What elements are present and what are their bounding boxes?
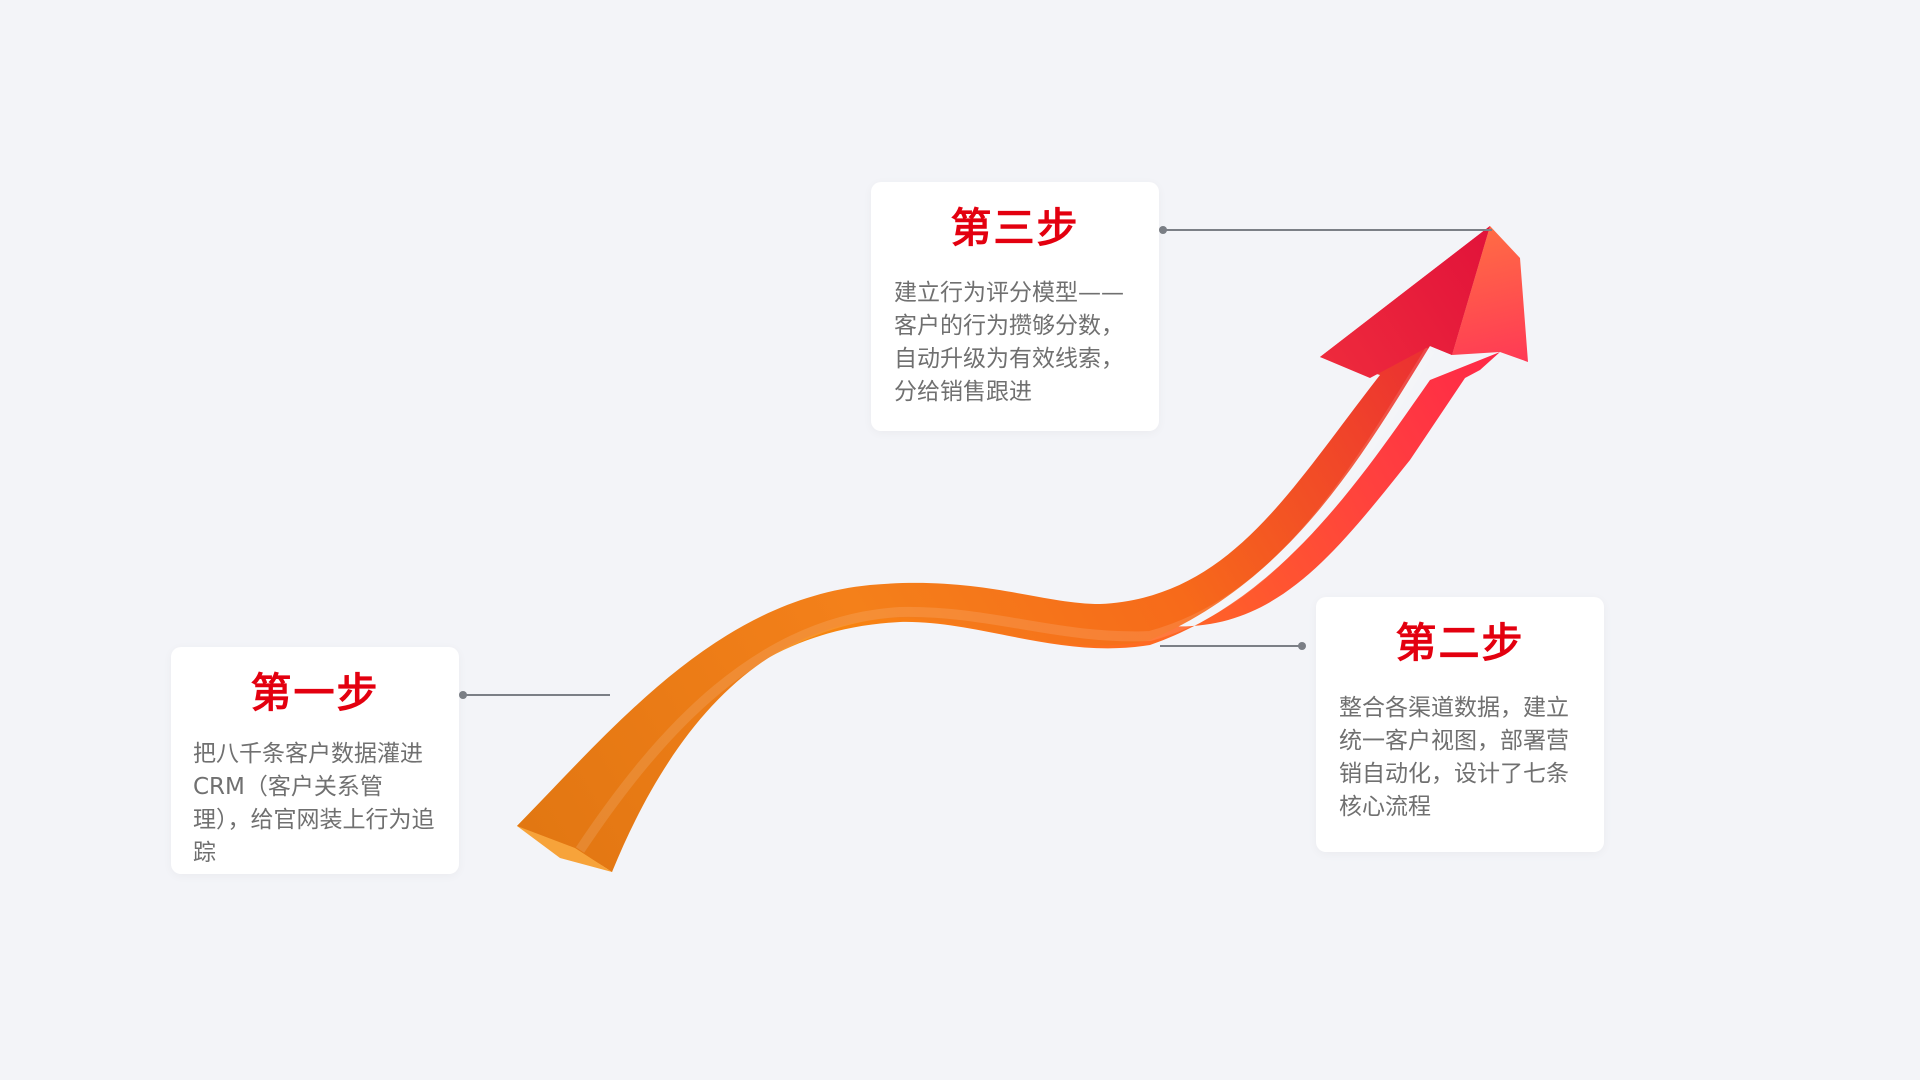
- step-2-card: 第二步 整合各渠道数据，建立统一客户视图，部署营销自动化，设计了七条核心流程: [1316, 597, 1604, 852]
- arrow-shade: [575, 347, 1435, 853]
- step-1-card: 第一步 把八千条客户数据灌进CRM（客户关系管理），给官网装上行为追踪: [171, 647, 459, 874]
- step-3-description: 建立行为评分模型——客户的行为攒够分数，自动升级为有效线索，分给销售跟进: [894, 280, 1124, 405]
- arrow-top-face: [517, 226, 1490, 872]
- step-3-card: 第三步 建立行为评分模型——客户的行为攒够分数，自动升级为有效线索，分给销售跟进: [871, 182, 1159, 431]
- arrow-head-top: [1320, 226, 1490, 378]
- step-1-description: 把八千条客户数据灌进CRM（客户关系管理），给官网装上行为追踪: [193, 741, 435, 866]
- step-2-title: 第二步: [1395, 619, 1525, 667]
- arrow-head-side: [1452, 226, 1528, 362]
- arrow-tail-cap: [517, 826, 612, 872]
- connector-step-1: [459, 691, 610, 699]
- connector-step-3: [1159, 226, 1492, 234]
- connector-step-2: [1160, 642, 1306, 650]
- step-2-description: 整合各渠道数据，建立统一客户视图，部署营销自动化，设计了七条核心流程: [1339, 695, 1569, 820]
- step-3-title: 第三步: [950, 204, 1080, 252]
- step-1-title: 第一步: [250, 669, 380, 717]
